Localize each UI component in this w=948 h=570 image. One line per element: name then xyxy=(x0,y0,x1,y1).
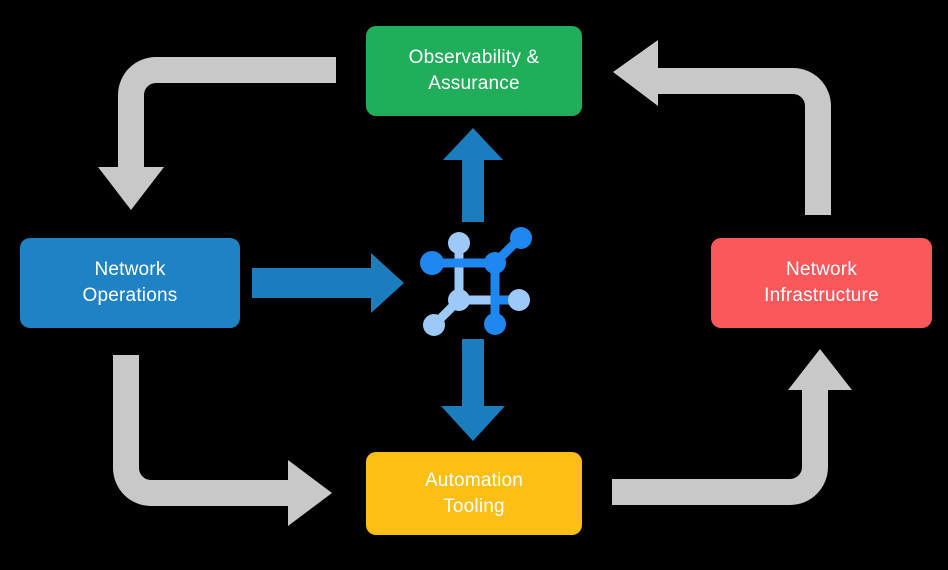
network-topology-icon xyxy=(420,227,532,336)
arrow-observability-to-operations xyxy=(98,57,336,210)
node-automation-tooling[interactable]: Automation Tooling xyxy=(366,452,582,535)
arrow-operations-to-automation xyxy=(113,355,332,526)
node-observability-assurance[interactable]: Observability & Assurance xyxy=(366,26,582,116)
arrow-infrastructure-to-observability xyxy=(613,40,831,215)
node-network-operations-label: Network Operations xyxy=(82,259,178,306)
arrow-automation-to-infrastructure xyxy=(612,349,852,505)
node-network-infrastructure[interactable]: Network Infrastructure xyxy=(711,238,932,328)
node-network-operations[interactable]: Network Operations xyxy=(20,238,240,328)
arrow-center-to-automation xyxy=(441,339,505,441)
node-observability-assurance-label: Observability & Assurance xyxy=(408,47,540,94)
node-automation-tooling-label: Automation Tooling xyxy=(424,469,524,517)
arrow-center-to-observability xyxy=(443,128,503,222)
node-network-infrastructure-label: Network Infrastructure xyxy=(764,259,879,306)
arrow-operations-to-center xyxy=(252,253,404,313)
